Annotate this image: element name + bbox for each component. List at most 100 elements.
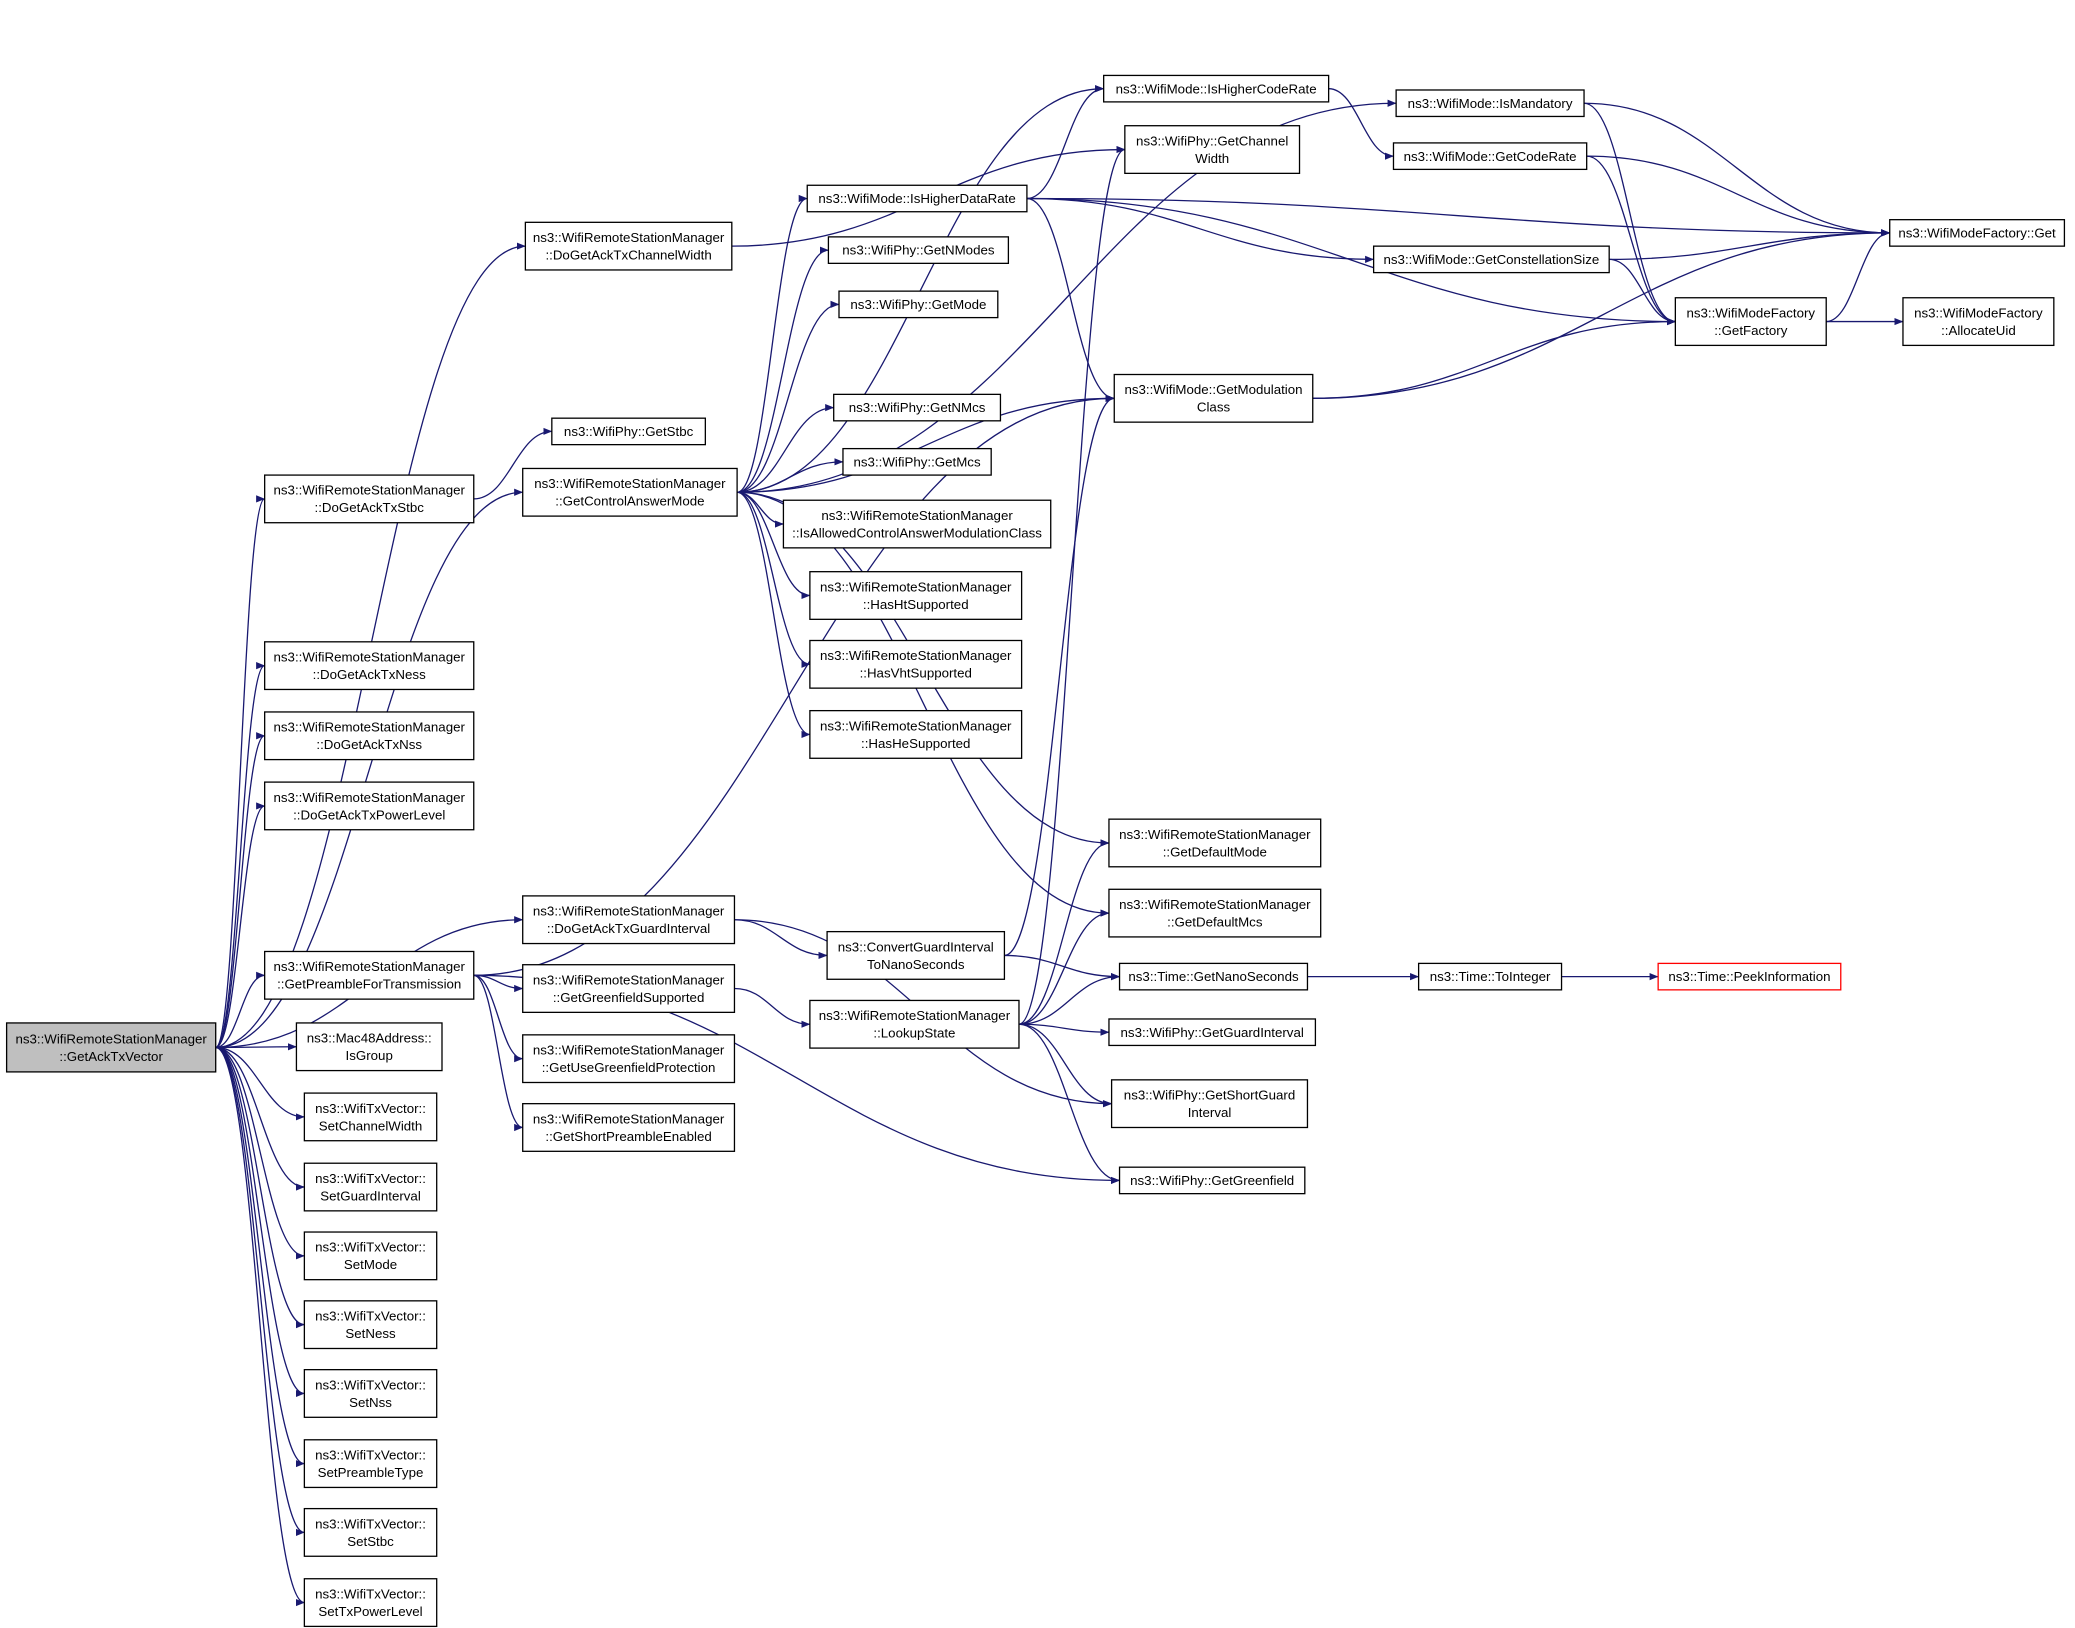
node-lookup[interactable]: ns3::WifiRemoteStationManager::LookupSta… xyxy=(809,999,1020,1049)
edge-gcam-to-hasvht xyxy=(736,491,811,668)
node-label: ns3::WifiModeFactory xyxy=(1686,305,1815,320)
node-setcw[interactable]: ns3::WifiTxVector::SetChannelWidth xyxy=(303,1092,438,1142)
node-label: Width xyxy=(1195,151,1229,166)
node-settpl[interactable]: ns3::WifiTxVector::SetTxPowerLevel xyxy=(303,1578,438,1628)
edge-ihcr-to-gcoderate xyxy=(1328,88,1394,160)
node-phystbc[interactable]: ns3::WifiPhy::GetStbc xyxy=(551,417,706,446)
node-toint[interactable]: ns3::Time::ToInteger xyxy=(1417,962,1563,991)
node-setstbc[interactable]: ns3::WifiTxVector::SetStbc xyxy=(303,1507,438,1557)
node-wmfgetf[interactable]: ns3::WifiModeFactory::GetFactory xyxy=(1674,297,1827,347)
node-setgi[interactable]: ns3::WifiTxVector::SetGuardInterval xyxy=(303,1162,438,1212)
node-setpt[interactable]: ns3::WifiTxVector::SetPreambleType xyxy=(303,1439,438,1489)
node-ggs[interactable]: ns3::WifiRemoteStationManager::GetGreenf… xyxy=(522,964,736,1014)
node-setmode[interactable]: ns3::WifiTxVector::SetMode xyxy=(303,1231,438,1281)
node-label: ns3::WifiPhy::GetStbc xyxy=(564,424,694,439)
node-dgatness[interactable]: ns3::WifiRemoteStationManager::DoGetAckT… xyxy=(264,641,475,691)
node-gcoderate[interactable]: ns3::WifiMode::GetCodeRate xyxy=(1392,142,1588,171)
edge-ihdr-to-wmfgetf xyxy=(1026,197,1676,326)
node-gpft[interactable]: ns3::WifiRemoteStationManager::GetPreamb… xyxy=(264,950,475,1000)
edge-root-to-dgatpl xyxy=(215,802,266,1049)
node-gnmcs[interactable]: ns3::WifiPhy::GetNMcs xyxy=(833,393,1002,422)
node-gdmcs[interactable]: ns3::WifiRemoteStationManager::GetDefaul… xyxy=(1108,888,1322,938)
node-wmfalloc[interactable]: ns3::WifiModeFactory::AllocateUid xyxy=(1902,297,2055,347)
node-ismand[interactable]: ns3::WifiMode::IsMandatory xyxy=(1395,89,1585,118)
node-label: ::LookupState xyxy=(873,1026,955,1041)
node-label: ns3::Time::PeekInformation xyxy=(1668,969,1830,984)
node-gspe[interactable]: ns3::WifiRemoteStationManager::GetShortP… xyxy=(522,1103,736,1152)
node-setnss[interactable]: ns3::WifiTxVector::SetNss xyxy=(303,1369,438,1418)
node-label: ns3::WifiRemoteStationManager xyxy=(533,1043,725,1058)
edge-dgatgi-to-cgins xyxy=(734,919,828,960)
node-gugp[interactable]: ns3::WifiRemoteStationManager::GetUseGre… xyxy=(522,1034,736,1084)
node-gnmodes[interactable]: ns3::WifiPhy::GetNModes xyxy=(827,236,1010,264)
node-ihdr[interactable]: ns3::WifiMode::IsHigherDataRate xyxy=(806,184,1028,213)
node-label: SetTxPowerLevel xyxy=(318,1604,422,1619)
node-label: ns3::WifiPhy::GetChannel xyxy=(1136,133,1288,148)
node-isgroup[interactable]: ns3::Mac48Address::IsGroup xyxy=(295,1022,443,1072)
node-dgatnss[interactable]: ns3::WifiRemoteStationManager::DoGetAckT… xyxy=(264,711,475,761)
edge-lookup-to-gdm xyxy=(1018,839,1110,1025)
node-label: ns3::WifiMode::IsHigherDataRate xyxy=(818,191,1015,206)
node-pgetmode[interactable]: ns3::WifiPhy::GetMode xyxy=(838,290,999,319)
node-pggf[interactable]: ns3::WifiPhy::GetGreenfield xyxy=(1118,1166,1306,1195)
node-label: SetPreambleType xyxy=(318,1465,424,1480)
node-label: SetStbc xyxy=(347,1534,394,1549)
node-label: ::GetDefaultMode xyxy=(1163,844,1267,859)
node-label: ns3::WifiPhy::GetMcs xyxy=(854,454,981,469)
edge-gcam-to-ihdr xyxy=(736,194,808,493)
node-label: ns3::WifiModeFactory::Get xyxy=(1898,226,2056,241)
node-wmfget[interactable]: ns3::WifiModeFactory::Get xyxy=(1889,219,2066,247)
node-hasvht[interactable]: ns3::WifiRemoteStationManager::HasVhtSup… xyxy=(809,639,1023,689)
node-label: SetMode xyxy=(344,1257,397,1272)
node-label: ns3::WifiTxVector:: xyxy=(315,1516,426,1531)
node-label: ns3::WifiMode::IsHigherCodeRate xyxy=(1116,81,1317,96)
node-dgatstbc[interactable]: ns3::WifiRemoteStationManager::DoGetAckT… xyxy=(264,474,475,524)
node-label: ns3::WifiPhy::GetGreenfield xyxy=(1130,1173,1294,1188)
node-label: ::GetUseGreenfieldProtection xyxy=(542,1060,716,1075)
node-peek[interactable]: ns3::Time::PeekInformation xyxy=(1657,962,1842,991)
node-label: Interval xyxy=(1188,1105,1232,1120)
node-tgns[interactable]: ns3::Time::GetNanoSeconds xyxy=(1118,962,1309,991)
node-gdm[interactable]: ns3::WifiRemoteStationManager::GetDefaul… xyxy=(1108,818,1322,868)
node-label: ns3::WifiRemoteStationManager xyxy=(274,483,466,498)
node-label: ::HasHeSupported xyxy=(861,736,970,751)
edge-ggs-to-lookup xyxy=(734,987,811,1028)
node-label: ns3::WifiRemoteStationManager xyxy=(15,1031,207,1046)
node-pggi[interactable]: ns3::WifiPhy::GetGuardInterval xyxy=(1108,1018,1317,1047)
node-label: ns3::WifiRemoteStationManager xyxy=(1119,897,1311,912)
node-ihcr[interactable]: ns3::WifiMode::IsHigherCodeRate xyxy=(1103,74,1330,103)
node-gconst[interactable]: ns3::WifiMode::GetConstellationSize xyxy=(1372,245,1610,274)
edge-root-to-dgatnss xyxy=(215,732,266,1049)
node-iacamc[interactable]: ns3::WifiRemoteStationManager::IsAllowed… xyxy=(782,499,1052,549)
node-dgatpl[interactable]: ns3::WifiRemoteStationManager::DoGetAckT… xyxy=(264,781,475,831)
node-label: ns3::WifiMode::GetModulation xyxy=(1124,382,1302,397)
node-label: ns3::WifiRemoteStationManager xyxy=(1119,827,1311,842)
node-label: ns3::WifiRemoteStationManager xyxy=(534,476,726,491)
node-label: ::DoGetAckTxChannelWidth xyxy=(545,247,711,262)
node-label: ::DoGetAckTxPowerLevel xyxy=(293,807,445,822)
node-dgactw[interactable]: ns3::WifiRemoteStationManager::DoGetAckT… xyxy=(524,221,733,271)
node-label: ns3::WifiRemoteStationManager xyxy=(819,1008,1011,1023)
edge-lookup-to-pggf xyxy=(1018,1023,1120,1184)
node-gcam[interactable]: ns3::WifiRemoteStationManager::GetContro… xyxy=(522,467,738,517)
node-label: ns3::WifiTxVector:: xyxy=(315,1309,426,1324)
node-pgetmcs[interactable]: ns3::WifiPhy::GetMcs xyxy=(842,447,992,476)
edge-gcam-to-gdmcs xyxy=(737,491,1110,917)
edge-root-to-setpt xyxy=(215,1046,305,1468)
node-setness[interactable]: ns3::WifiTxVector::SetNess xyxy=(303,1300,438,1350)
node-label: ns3::WifiModeFactory xyxy=(1914,305,2043,320)
edge-root-to-setgi xyxy=(215,1046,305,1191)
edge-gcam-to-pgetmcs xyxy=(737,458,844,493)
node-hashe[interactable]: ns3::WifiRemoteStationManager::HasHeSupp… xyxy=(809,709,1023,759)
node-label: ns3::WifiRemoteStationManager xyxy=(533,972,725,987)
node-label: ns3::WifiTxVector:: xyxy=(315,1171,426,1186)
edge-ihdr-to-ihcr xyxy=(1026,85,1105,200)
node-label: ::GetDefaultMcs xyxy=(1167,914,1263,929)
edge-cgins-to-gmodc xyxy=(1004,394,1115,957)
node-hasht[interactable]: ns3::WifiRemoteStationManager::HasHtSupp… xyxy=(809,571,1023,620)
node-dgatgi[interactable]: ns3::WifiRemoteStationManager::DoGetAckT… xyxy=(522,895,736,945)
